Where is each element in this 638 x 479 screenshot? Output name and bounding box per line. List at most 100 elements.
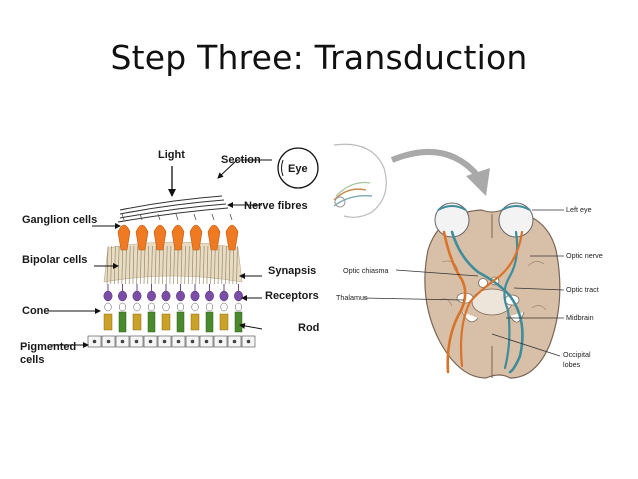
pigmented-nucleus bbox=[148, 339, 153, 344]
bipolar-fibre bbox=[191, 245, 194, 285]
eye-icon bbox=[277, 147, 319, 189]
receptor-terminal bbox=[147, 290, 156, 302]
bipolar-fibre bbox=[176, 245, 179, 285]
ganglion-axon bbox=[229, 213, 233, 221]
bipolar-fibre bbox=[184, 245, 187, 285]
bipolar-fibre bbox=[121, 245, 124, 285]
label-occipital: Occipital bbox=[563, 350, 591, 359]
slide-title: Step Three: Transduction bbox=[110, 38, 528, 77]
head-sketch bbox=[333, 143, 387, 218]
bipolar-fibre bbox=[162, 245, 164, 285]
receptor-terminal bbox=[219, 290, 229, 302]
bipolar-fibre bbox=[210, 245, 212, 285]
bipolar-fibre bbox=[169, 245, 172, 285]
photoreceptor-nucleus bbox=[133, 302, 141, 312]
bipolar-fibre bbox=[158, 245, 161, 285]
ganglion-cell bbox=[207, 224, 221, 251]
ganglion-axon bbox=[121, 213, 125, 221]
bipolar-fibre bbox=[199, 245, 201, 285]
retina-diagram: Light Section Eye Nerve fibres Ganglion … bbox=[20, 147, 319, 366]
rod-cell bbox=[176, 311, 185, 333]
ganglion-axon bbox=[211, 213, 215, 221]
label-optic-tract: Optic tract bbox=[566, 285, 599, 294]
curved-arrow-head bbox=[466, 168, 490, 196]
pigmented-nucleus bbox=[190, 339, 195, 344]
bipolar-fibre bbox=[143, 245, 146, 285]
pigmented-nucleus bbox=[204, 339, 209, 344]
receptor-terminal bbox=[190, 290, 200, 302]
pigmented-nucleus bbox=[120, 339, 125, 344]
section-arrow bbox=[217, 159, 238, 179]
bipolar-fibre bbox=[213, 245, 216, 285]
photoreceptor-nucleus bbox=[220, 302, 228, 312]
photoreceptor-nucleus bbox=[205, 302, 214, 312]
rod-cell bbox=[234, 311, 243, 333]
bipolar-fibre bbox=[125, 245, 127, 285]
bipolar-fibre bbox=[110, 245, 113, 285]
pigmented-nucleus bbox=[106, 339, 111, 344]
cone-cell bbox=[190, 313, 200, 331]
label-eye: Eye bbox=[288, 163, 308, 175]
label-pigmented: Pigmented bbox=[20, 341, 76, 353]
retina-cell-layers bbox=[87, 213, 256, 348]
ganglion-axon bbox=[193, 213, 197, 221]
bipolar-fibre bbox=[188, 245, 190, 285]
pigmented-nucleus bbox=[246, 339, 251, 344]
bipolar-fibre bbox=[128, 245, 131, 285]
midbrain-structures bbox=[456, 276, 525, 323]
bipolar-fibre bbox=[139, 245, 142, 285]
label-synapsis: Synapsis bbox=[268, 265, 316, 277]
pigmented-nucleus bbox=[162, 339, 167, 344]
bipolar-fibre bbox=[106, 245, 109, 285]
cone-cell bbox=[103, 313, 113, 331]
bipolar-fibre bbox=[132, 245, 135, 285]
receptor-terminal bbox=[132, 290, 142, 302]
bipolar-fibre bbox=[221, 245, 224, 285]
brain-diagram: Left eye Optic nerve Optic chiasma Optic… bbox=[333, 143, 603, 379]
cone-cell bbox=[132, 313, 142, 331]
bipolar-fibre bbox=[225, 245, 227, 285]
photoreceptor-nucleus bbox=[191, 302, 199, 312]
pigmented-nucleus bbox=[92, 339, 97, 344]
curved-arrow bbox=[390, 148, 481, 178]
photoreceptor-nucleus bbox=[147, 302, 156, 312]
ganglion-axon bbox=[139, 213, 143, 221]
pigmented-nucleus bbox=[232, 339, 237, 344]
bipolar-fibre bbox=[173, 245, 175, 285]
label-lobes: lobes bbox=[563, 360, 581, 369]
label-thalamus: Thalamus bbox=[336, 293, 368, 302]
label-light: Light bbox=[158, 149, 185, 161]
label-optic-chiasma: Optic chiasma bbox=[343, 266, 389, 275]
pigmented-nucleus bbox=[218, 339, 223, 344]
label-nerve-fibres: Nerve fibres bbox=[244, 200, 308, 212]
pigmented-nucleus bbox=[134, 339, 139, 344]
ganglion-cell bbox=[225, 224, 239, 251]
label-midbrain: Midbrain bbox=[566, 313, 594, 322]
ganglion-axon bbox=[157, 213, 161, 221]
label-optic-nerve: Optic nerve bbox=[566, 251, 603, 260]
receptor-terminal bbox=[103, 290, 113, 302]
rod-cell bbox=[205, 311, 214, 333]
label-section: Section bbox=[221, 154, 261, 166]
bipolar-fibre bbox=[154, 245, 157, 285]
bipolar-fibre bbox=[228, 245, 231, 285]
bipolar-fibre bbox=[202, 245, 205, 285]
bipolar-fibre bbox=[195, 245, 198, 285]
bipolar-fibre bbox=[151, 245, 153, 285]
bipolar-fibre bbox=[136, 245, 138, 285]
brain-leaders bbox=[363, 209, 565, 357]
label-rod: Rod bbox=[298, 322, 319, 334]
ganglion-cell bbox=[135, 224, 149, 251]
photoreceptor-nucleus bbox=[234, 302, 243, 312]
bipolar-fibre bbox=[206, 245, 209, 285]
bipolar-fibre bbox=[180, 245, 183, 285]
ganglion-cell bbox=[153, 224, 167, 251]
ganglion-cell bbox=[189, 224, 203, 251]
photoreceptor-nucleus bbox=[104, 302, 112, 312]
left-eyeball bbox=[434, 202, 470, 238]
label-cone: Cone bbox=[22, 305, 50, 317]
pigmented-nucleus bbox=[176, 339, 181, 344]
bipolar-fibre bbox=[217, 245, 220, 285]
bipolar-fibre bbox=[236, 245, 238, 285]
rod-cell bbox=[118, 311, 127, 333]
